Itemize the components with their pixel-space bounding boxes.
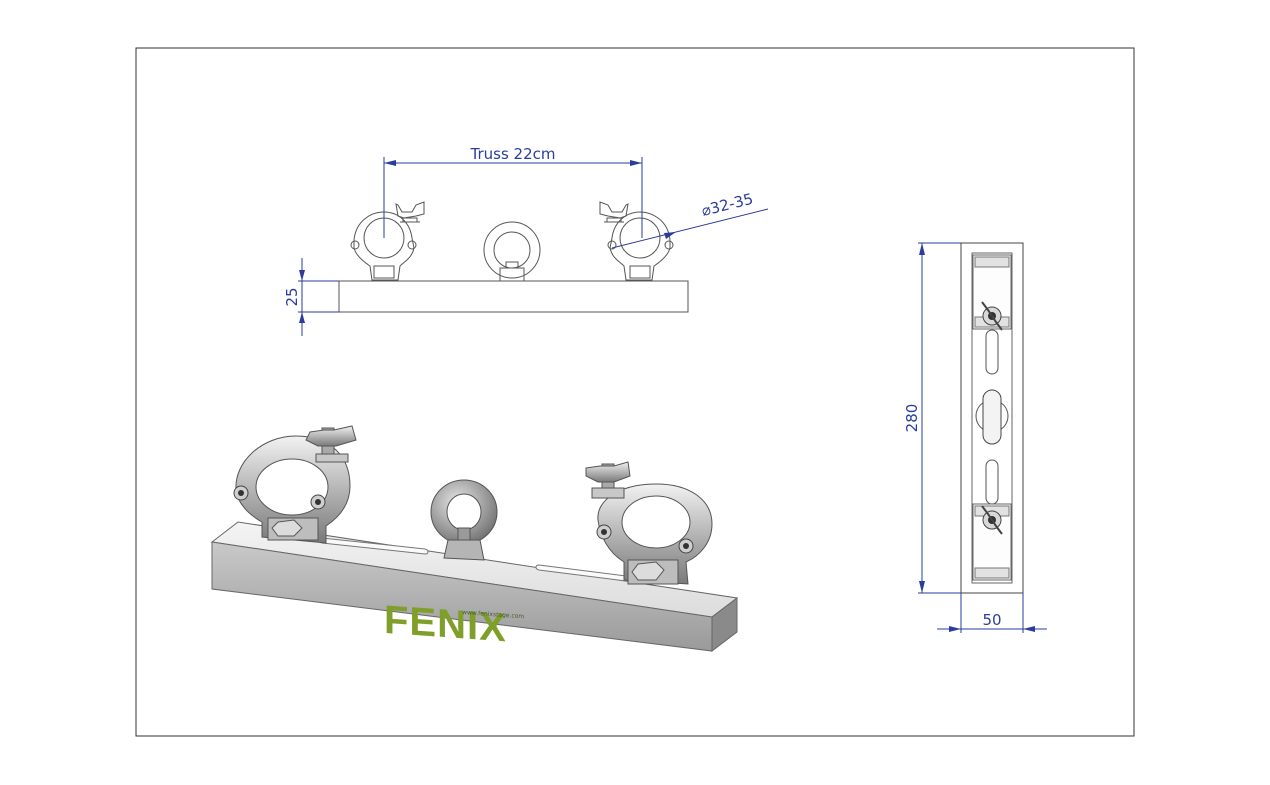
- plan-outer-plate: [960, 242, 1024, 594]
- front-eye-bolt: [483, 221, 541, 282]
- plan-eye-bolt: [975, 389, 1009, 445]
- front-right-clamp: [599, 201, 674, 281]
- plan-inner-channel: [971, 252, 1013, 584]
- iso-right-clamp: [585, 461, 713, 585]
- plate-length-label: 280: [903, 404, 921, 433]
- truss-width-label: Truss 22cm: [470, 145, 556, 163]
- plate-width-dimension: 50: [937, 593, 1047, 633]
- iso-left-clamp: [233, 425, 357, 544]
- iso-eye-bolt: [430, 479, 498, 561]
- plate-height-dimension: 25: [283, 258, 339, 336]
- plan-upper-clamp: [972, 254, 1012, 331]
- plan-lower-clamp: [972, 503, 1012, 581]
- drawing-frame: [135, 47, 1135, 737]
- tube-diameter-label: ⌀32-35: [700, 190, 755, 220]
- fenix-logo: FENIX www.fenixstage.com: [384, 598, 525, 651]
- plate-height-label: 25: [283, 287, 301, 306]
- front-base-plate: [338, 280, 689, 313]
- truss-width-dimension: Truss 22cm: [383, 145, 643, 238]
- fenix-website: www.fenixstage.com: [462, 609, 525, 620]
- plan-lower-slot: [985, 459, 999, 505]
- iso-plate-side: [711, 596, 738, 653]
- plate-width-label: 50: [982, 611, 1001, 629]
- front-left-clamp: [350, 201, 425, 281]
- plan-view: 280 50: [903, 242, 1047, 633]
- fenix-logo-text: FENIX: [384, 598, 507, 651]
- plan-upper-slot: [985, 329, 999, 375]
- plate-length-dimension: 280: [903, 242, 961, 594]
- isometric-view: FENIX www.fenixstage.com: [210, 425, 739, 653]
- front-elevation-view: Truss 22cm ⌀32-35 25: [283, 145, 769, 336]
